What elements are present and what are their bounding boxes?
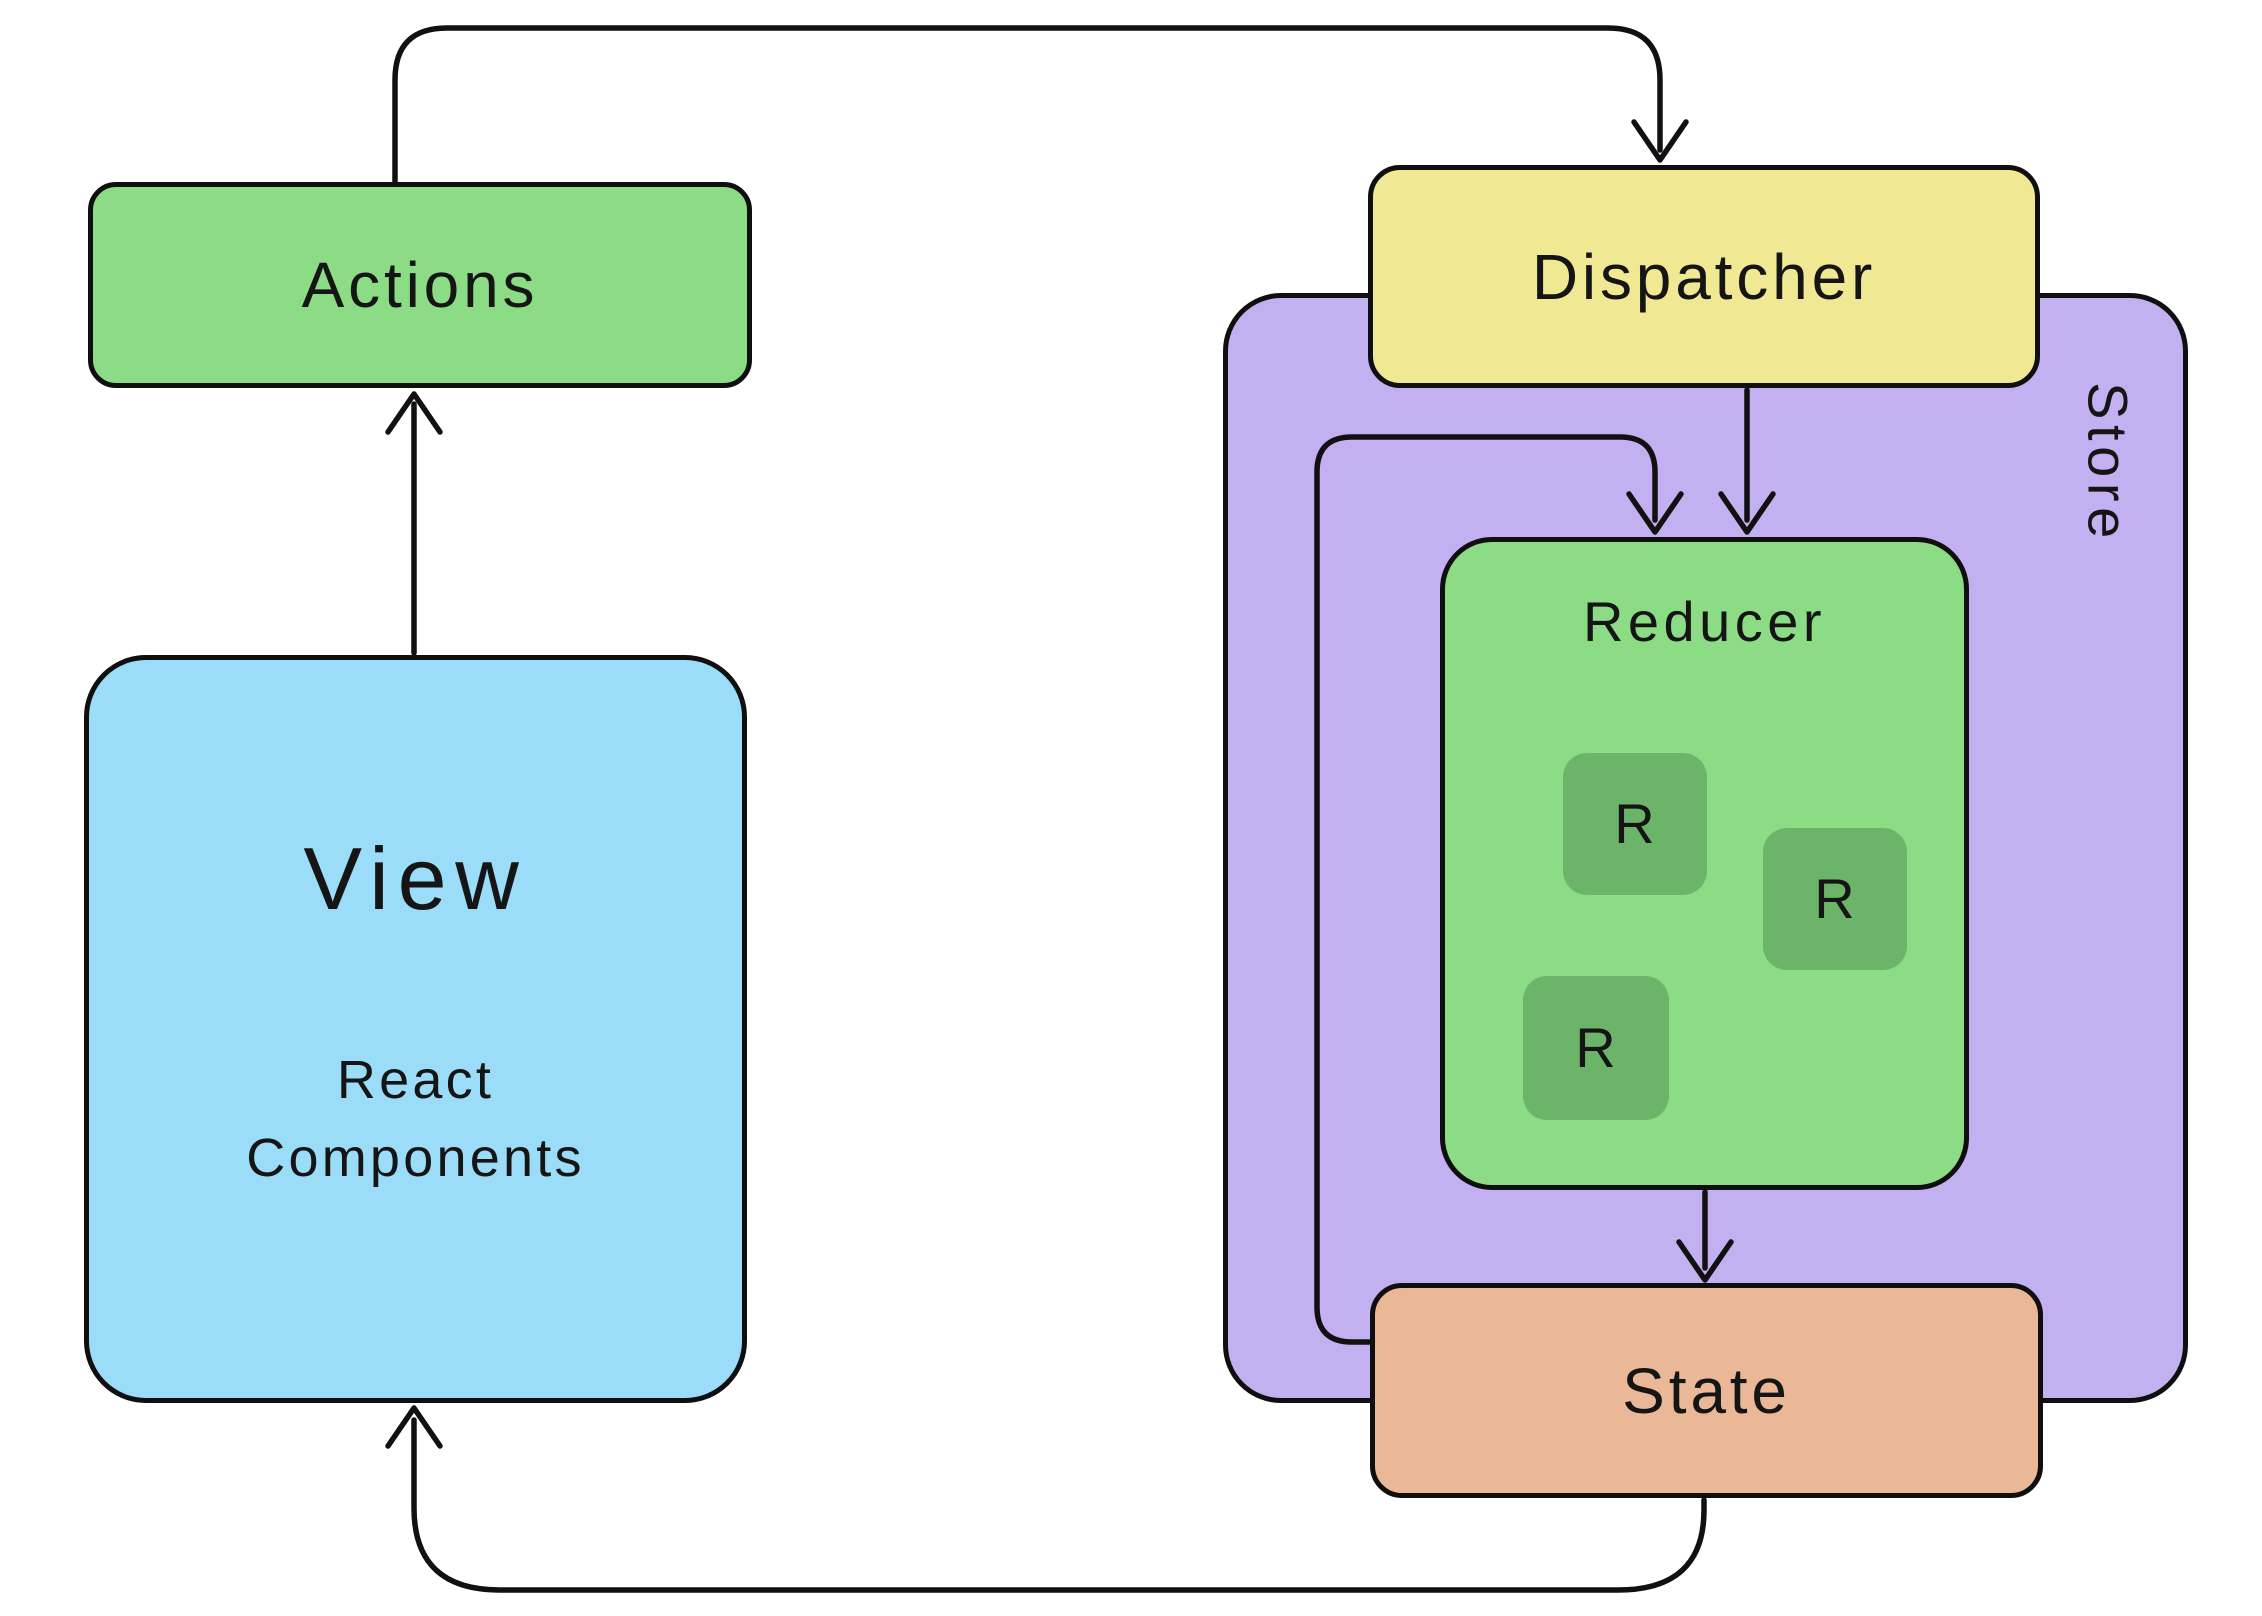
arrowhead-down-icon — [1631, 119, 1689, 163]
dispatcher-label: Dispatcher — [1531, 240, 1877, 313]
state-box: State — [1370, 1283, 2043, 1498]
reducer-label: Reducer — [1582, 590, 1827, 653]
view-subtitle-line-2: Components — [246, 1128, 585, 1189]
reducer-chip-1-label: R — [1614, 792, 1656, 855]
arrowhead-up-icon — [385, 391, 443, 435]
store-label: Store — [2076, 382, 2140, 544]
actions-box: Actions — [88, 182, 752, 388]
reducer-chip-3: R — [1523, 976, 1669, 1120]
arrowhead-up-icon — [385, 1405, 443, 1449]
edge-actions-dispatcher — [392, 25, 1689, 185]
view-subtitle-line-1: React — [336, 1050, 495, 1110]
reducer-chip-2-label: R — [1814, 867, 1856, 930]
reducer-chip-1: R — [1563, 753, 1707, 895]
reducer-chip-3-label: R — [1575, 1016, 1617, 1079]
view-title: View — [303, 829, 528, 928]
state-label: State — [1622, 1354, 1791, 1427]
edge-view-actions — [385, 391, 443, 656]
dispatcher-box: Dispatcher — [1368, 165, 2040, 388]
reducer-chip-2: R — [1763, 828, 1907, 970]
reducer-box: Reducer R R R — [1440, 537, 1969, 1190]
view-subtitle: React Components — [246, 1041, 585, 1198]
view-box: View React Components — [84, 655, 747, 1403]
actions-label: Actions — [301, 249, 539, 321]
